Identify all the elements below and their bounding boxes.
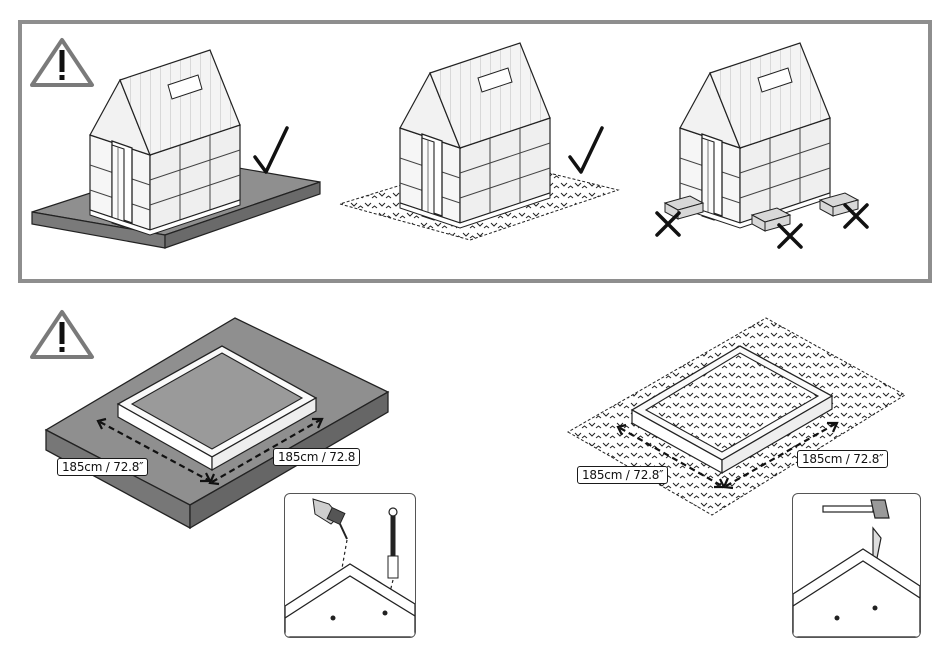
anchor-screw-icon [388,508,398,578]
dimension-label: 185cm / 72.8″ [57,458,148,476]
inset-drill-anchor [284,493,416,638]
inset-hammer-stake [792,493,921,638]
checkmark-icon [570,128,602,172]
ground-stake-icon [873,528,881,558]
hammer-icon [823,500,889,518]
dimension-label: 185cm / 72.8″ [797,450,888,468]
cross-icon [779,225,801,247]
checkmark-icon [255,128,287,172]
cross-icon [657,213,679,235]
dimension-label: 185cm / 72.8″ [577,466,668,484]
greenhouse-on-blocks [665,43,858,231]
greenhouse-on-gravel [340,43,618,240]
drill-icon [313,499,347,539]
warning-triangle-icon [32,312,92,357]
gravel-with-base-frame [568,318,905,515]
dimension-label: 185cm / 72.8 [273,448,360,466]
warning-triangle-icon [32,40,92,85]
